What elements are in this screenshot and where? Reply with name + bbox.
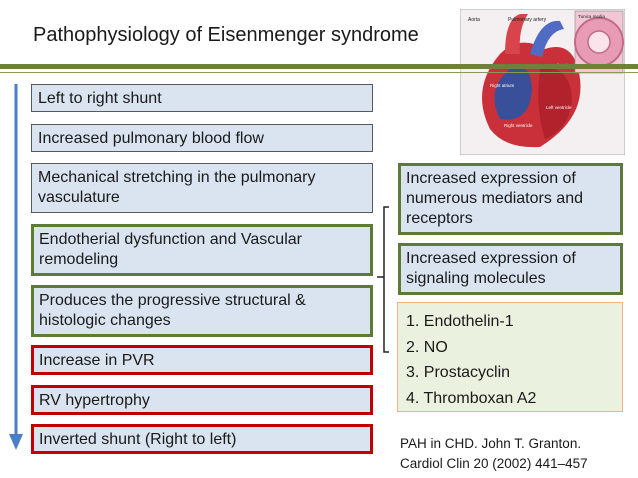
step-label-line2: vasculature bbox=[38, 189, 120, 206]
right-ventricle-label: Right ventricle bbox=[504, 123, 533, 128]
right-atrium-label: Right atrium bbox=[490, 83, 515, 88]
step-endothelial-dysfunction: Endotherial dysfunction and Vascular rem… bbox=[31, 224, 373, 276]
step-inverted-shunt: Inverted shunt (Right to left) bbox=[31, 424, 373, 454]
step-structural-changes: Produces the progressive structural & hi… bbox=[31, 285, 373, 337]
step-label-line1: Produces the progressive structural & bbox=[39, 292, 306, 309]
flow-arrow-icon bbox=[9, 84, 23, 450]
step-label: RV hypertrophy bbox=[39, 392, 150, 409]
citation-line1: PAH in CHD. John T. Granton. bbox=[400, 436, 582, 451]
title-rule-thin bbox=[0, 72, 638, 73]
slide-title: Pathophysiology of Eisenmenger syndrome bbox=[33, 24, 419, 46]
mediators-line1: Increased expression of bbox=[406, 170, 576, 187]
step-label: Inverted shunt (Right to left) bbox=[39, 431, 237, 448]
step-label-line2: histologic changes bbox=[39, 312, 171, 329]
step-label: Increased pulmonary blood flow bbox=[38, 130, 264, 147]
step-left-to-right-shunt: Left to right shunt bbox=[31, 84, 373, 112]
list-item: 3. Prostacyclin bbox=[406, 364, 511, 381]
step-mechanical-stretching: Mechanical stretching in the pulmonary v… bbox=[31, 163, 373, 213]
step-increased-pulmonary-flow: Increased pulmonary blood flow bbox=[31, 124, 373, 152]
step-label-line1: Endotherial dysfunction and Vascular bbox=[39, 231, 302, 248]
title-rule-thick bbox=[0, 64, 638, 69]
list-item: 2. NO bbox=[406, 338, 448, 356]
step-label-line1: Mechanical stretching in the pulmonary bbox=[38, 169, 316, 186]
aorta-label: Aorta bbox=[468, 17, 480, 23]
step-rv-hypertrophy: RV hypertrophy bbox=[31, 385, 373, 415]
mediators-line2: numerous mediators and bbox=[406, 190, 583, 207]
list-item: 1. Endothelin-1 bbox=[406, 313, 514, 330]
step-label: Left to right shunt bbox=[38, 90, 162, 107]
citation: PAH in CHD. John T. Granton. Cardiol Cli… bbox=[400, 434, 588, 474]
pulmonary-artery-label: Pulmonary artery bbox=[508, 17, 547, 23]
left-ventricle-label: Left ventricle bbox=[546, 105, 572, 110]
signaling-line1: Increased expression of bbox=[406, 250, 576, 267]
step-increase-pvr: Increase in PVR bbox=[31, 345, 373, 375]
tunica-label: Tunica media bbox=[578, 14, 605, 19]
signaling-box: Increased expression of signaling molecu… bbox=[398, 243, 623, 295]
signaling-line2: signaling molecules bbox=[406, 270, 546, 287]
molecules-list: 1. Endothelin-1 2. NO 3. Prostacyclin 4.… bbox=[397, 302, 623, 412]
step-label: Increase in PVR bbox=[39, 352, 155, 369]
list-item: 4. Thromboxan A2 bbox=[406, 389, 537, 407]
citation-line2: Cardiol Clin 20 (2002) 441–457 bbox=[400, 456, 588, 471]
mediators-box: Increased expression of numerous mediato… bbox=[398, 163, 623, 235]
mediators-line3: receptors bbox=[406, 210, 473, 227]
bracket-connector bbox=[377, 206, 389, 353]
step-label-line2: remodeling bbox=[39, 251, 119, 268]
heart-illustration: Aorta Pulmonary artery Tunica media Left… bbox=[460, 9, 625, 155]
